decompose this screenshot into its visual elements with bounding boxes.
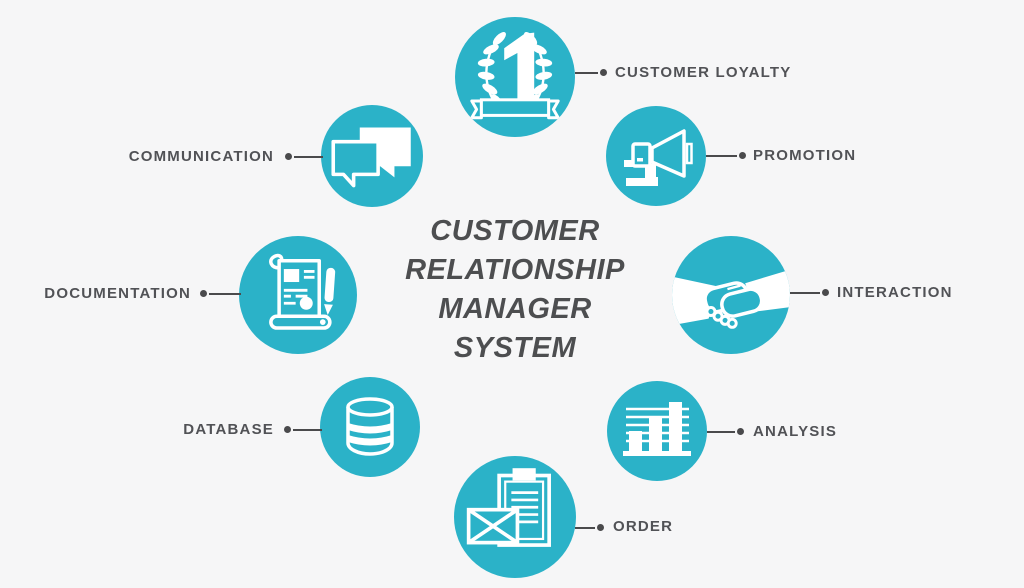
connector-promotion	[706, 152, 746, 159]
connector-dot	[597, 524, 604, 531]
connector-line	[209, 292, 241, 295]
connector-documentation	[200, 290, 241, 297]
chat-bubbles-icon	[331, 127, 411, 188]
connector-interaction	[790, 289, 829, 296]
connector-line	[790, 291, 820, 294]
bar-chart-icon	[623, 402, 691, 456]
connector-database	[284, 426, 322, 433]
connector-line	[575, 71, 598, 74]
customer-loyalty-circle	[455, 17, 575, 137]
promotion-circle	[606, 106, 706, 206]
communication-circle	[321, 105, 423, 207]
interaction-circle	[672, 236, 790, 354]
clipboard-envelope-icon	[466, 468, 551, 547]
customer-loyalty-label: CUSTOMER LOYALTY	[615, 64, 792, 81]
order-circle	[454, 456, 576, 578]
connector-dot	[737, 428, 744, 435]
documentation-label: DOCUMENTATION	[44, 285, 191, 302]
connector-dot	[200, 290, 207, 297]
connector-dot	[284, 426, 291, 433]
scroll-pen-icon	[269, 253, 336, 330]
order-label: ORDER	[613, 518, 674, 535]
connector-line	[293, 428, 322, 431]
promotion-label: PROMOTION	[753, 147, 857, 164]
connector-line	[575, 526, 595, 529]
connector-dot	[285, 153, 292, 160]
connector-line	[706, 154, 737, 157]
connector-line	[707, 430, 735, 433]
analysis-label: ANALYSIS	[753, 423, 838, 440]
connector-dot	[600, 69, 607, 76]
connector-dot	[739, 152, 746, 159]
analysis-circle	[607, 381, 707, 481]
handshake-icon	[672, 269, 790, 329]
diagram-title: CUSTOMER RELATIONSHIP MANAGER SYSTEM	[405, 215, 625, 364]
documentation-circle	[239, 236, 357, 354]
connector-dot	[822, 289, 829, 296]
connector-order	[575, 524, 604, 531]
database-circle	[320, 377, 420, 477]
connector-communication	[285, 153, 323, 160]
database-cylinder-icon	[346, 397, 394, 456]
connector-customer-loyalty	[575, 69, 607, 76]
megaphone-icon	[624, 129, 693, 186]
number-one-award-icon	[470, 28, 560, 120]
interaction-label: INTERACTION	[837, 284, 953, 301]
connector-analysis	[707, 428, 744, 435]
communication-label: COMMUNICATION	[128, 148, 274, 165]
connector-line	[294, 155, 323, 158]
database-label: DATABASE	[183, 421, 274, 438]
